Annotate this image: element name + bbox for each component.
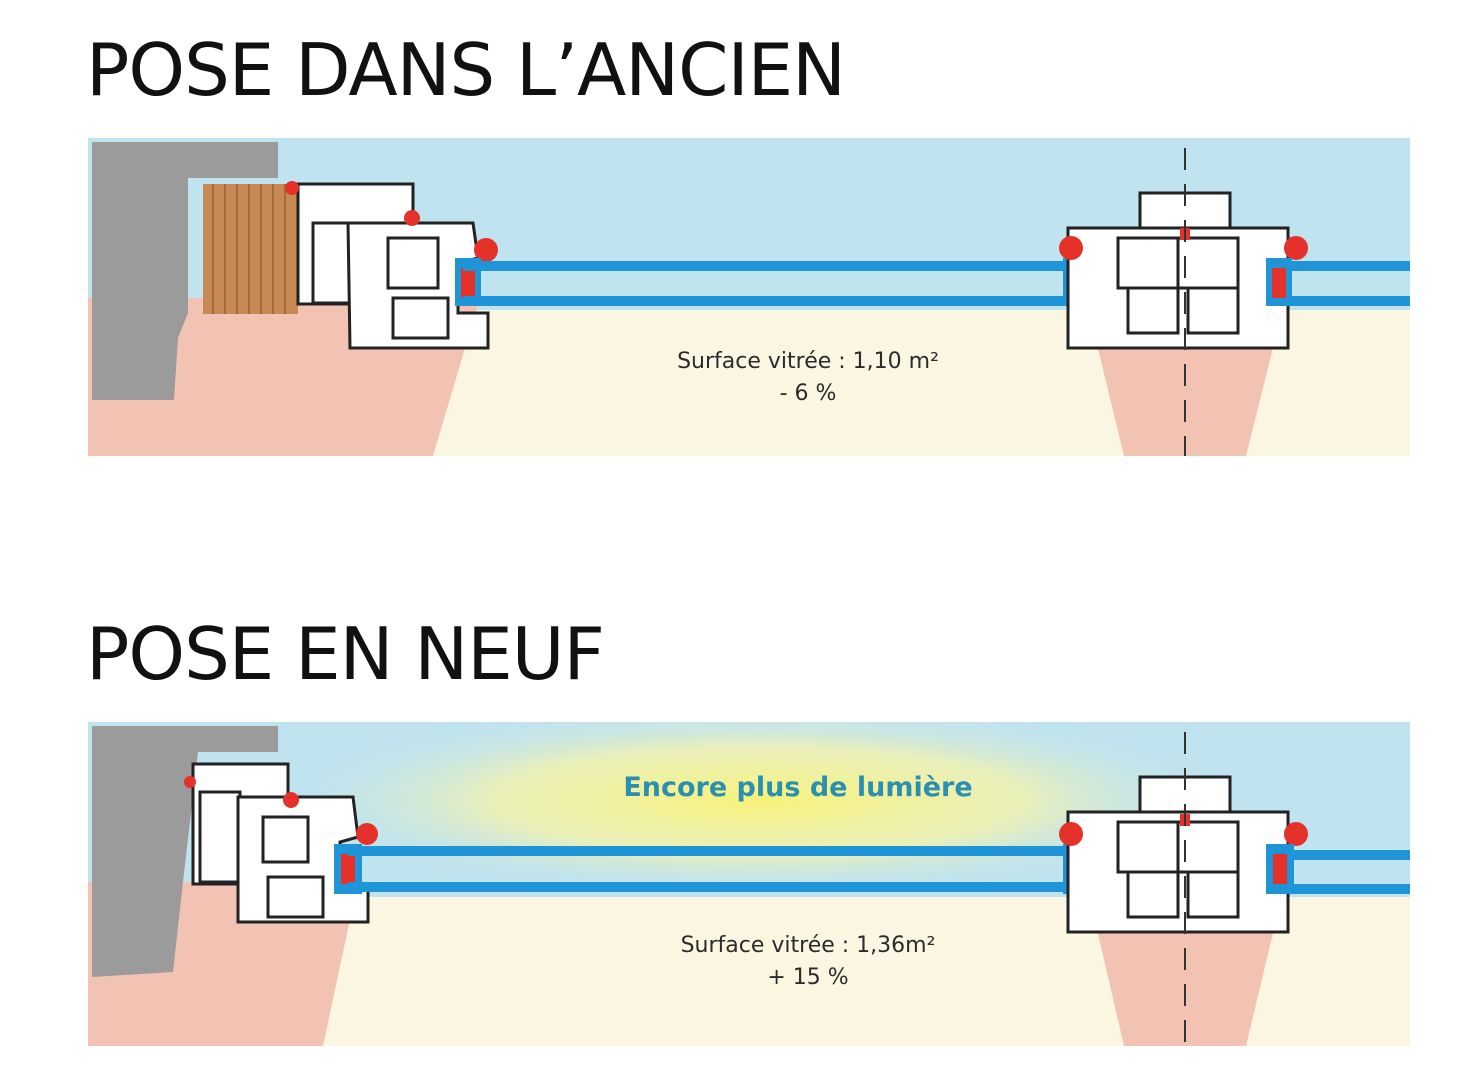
- change-label: + 15 %: [767, 964, 849, 990]
- more-light-label: Encore plus de lumière: [623, 772, 973, 803]
- glazed-surface-caption: Surface vitrée : 1,10 m² - 6 %: [608, 346, 1008, 410]
- mullion-reveal: [1093, 328, 1278, 456]
- double-glazing-right: [1266, 258, 1410, 306]
- seal-mullion-right: [1284, 822, 1308, 846]
- central-mullion: [1066, 191, 1290, 350]
- seal-left-top: [184, 776, 196, 788]
- change-label: - 6 %: [779, 380, 837, 406]
- section-drawing-renovation: [88, 138, 1410, 456]
- diagram-renovation: Surface vitrée : 1,10 m² - 6 %: [88, 138, 1410, 456]
- seal-mullion-left: [1059, 822, 1083, 846]
- diagram-new-build: Encore plus de lumière Surface vitrée : …: [88, 722, 1410, 1046]
- seal-left-mid: [404, 210, 420, 226]
- light-glow: [318, 722, 1198, 897]
- double-glazing-right: [1266, 844, 1410, 894]
- seal-left-glass: [474, 238, 498, 262]
- seal-left-glass: [356, 823, 378, 845]
- surface-label: Surface vitrée : 1,10 m²: [677, 349, 939, 374]
- left-frame-profile: [296, 182, 490, 350]
- seal-mullion-left: [1059, 236, 1083, 260]
- masonry-wall: [92, 726, 278, 977]
- surface-label: Surface vitrée : 1,36m²: [680, 933, 936, 958]
- section-title-new: POSE EN NEUF: [86, 612, 605, 696]
- seal-left-top: [285, 181, 299, 195]
- mullion-reveal: [1093, 912, 1278, 1046]
- glazed-surface-caption: Surface vitrée : 1,36m² + 15 %: [608, 930, 1008, 994]
- section-drawing-new-build: [88, 722, 1410, 1046]
- seal-left-mid: [283, 792, 299, 808]
- old-wood-frame: [203, 184, 298, 314]
- masonry-wall: [92, 142, 278, 400]
- section-title-old: POSE DANS L’ANCIEN: [86, 28, 846, 112]
- seal-mullion-right: [1284, 236, 1308, 260]
